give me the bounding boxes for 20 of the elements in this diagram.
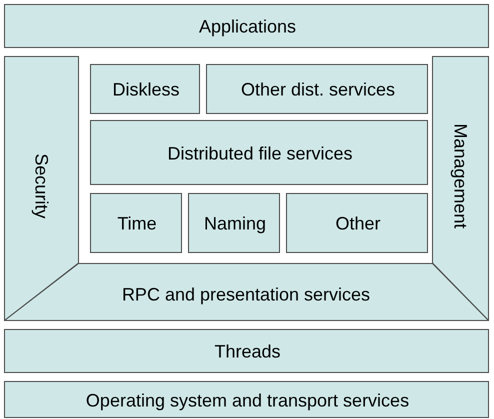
layer-label: Distributed file services — [167, 143, 353, 164]
layer-label: Naming — [204, 214, 266, 234]
service-box — [90, 120, 428, 185]
layer-label: Operating system and transport services — [86, 390, 410, 411]
service-box — [90, 64, 200, 114]
layer-label: Other dist. services — [240, 80, 396, 100]
layer-box — [4, 381, 489, 418]
layer-label: Applications — [198, 16, 296, 38]
layer-label: Other — [335, 214, 381, 234]
layer-box — [4, 4, 489, 48]
layer-label: RPC and presentation services — [122, 284, 370, 306]
service-box — [206, 64, 428, 114]
service-box — [90, 193, 182, 253]
layer-label: Time — [117, 214, 157, 234]
trapezoid-panel — [4, 263, 489, 321]
service-box — [188, 193, 280, 253]
layer-label: Threads — [214, 342, 281, 362]
service-box — [286, 193, 428, 253]
layer-label: Diskless — [112, 80, 180, 100]
layer-box — [4, 329, 489, 373]
